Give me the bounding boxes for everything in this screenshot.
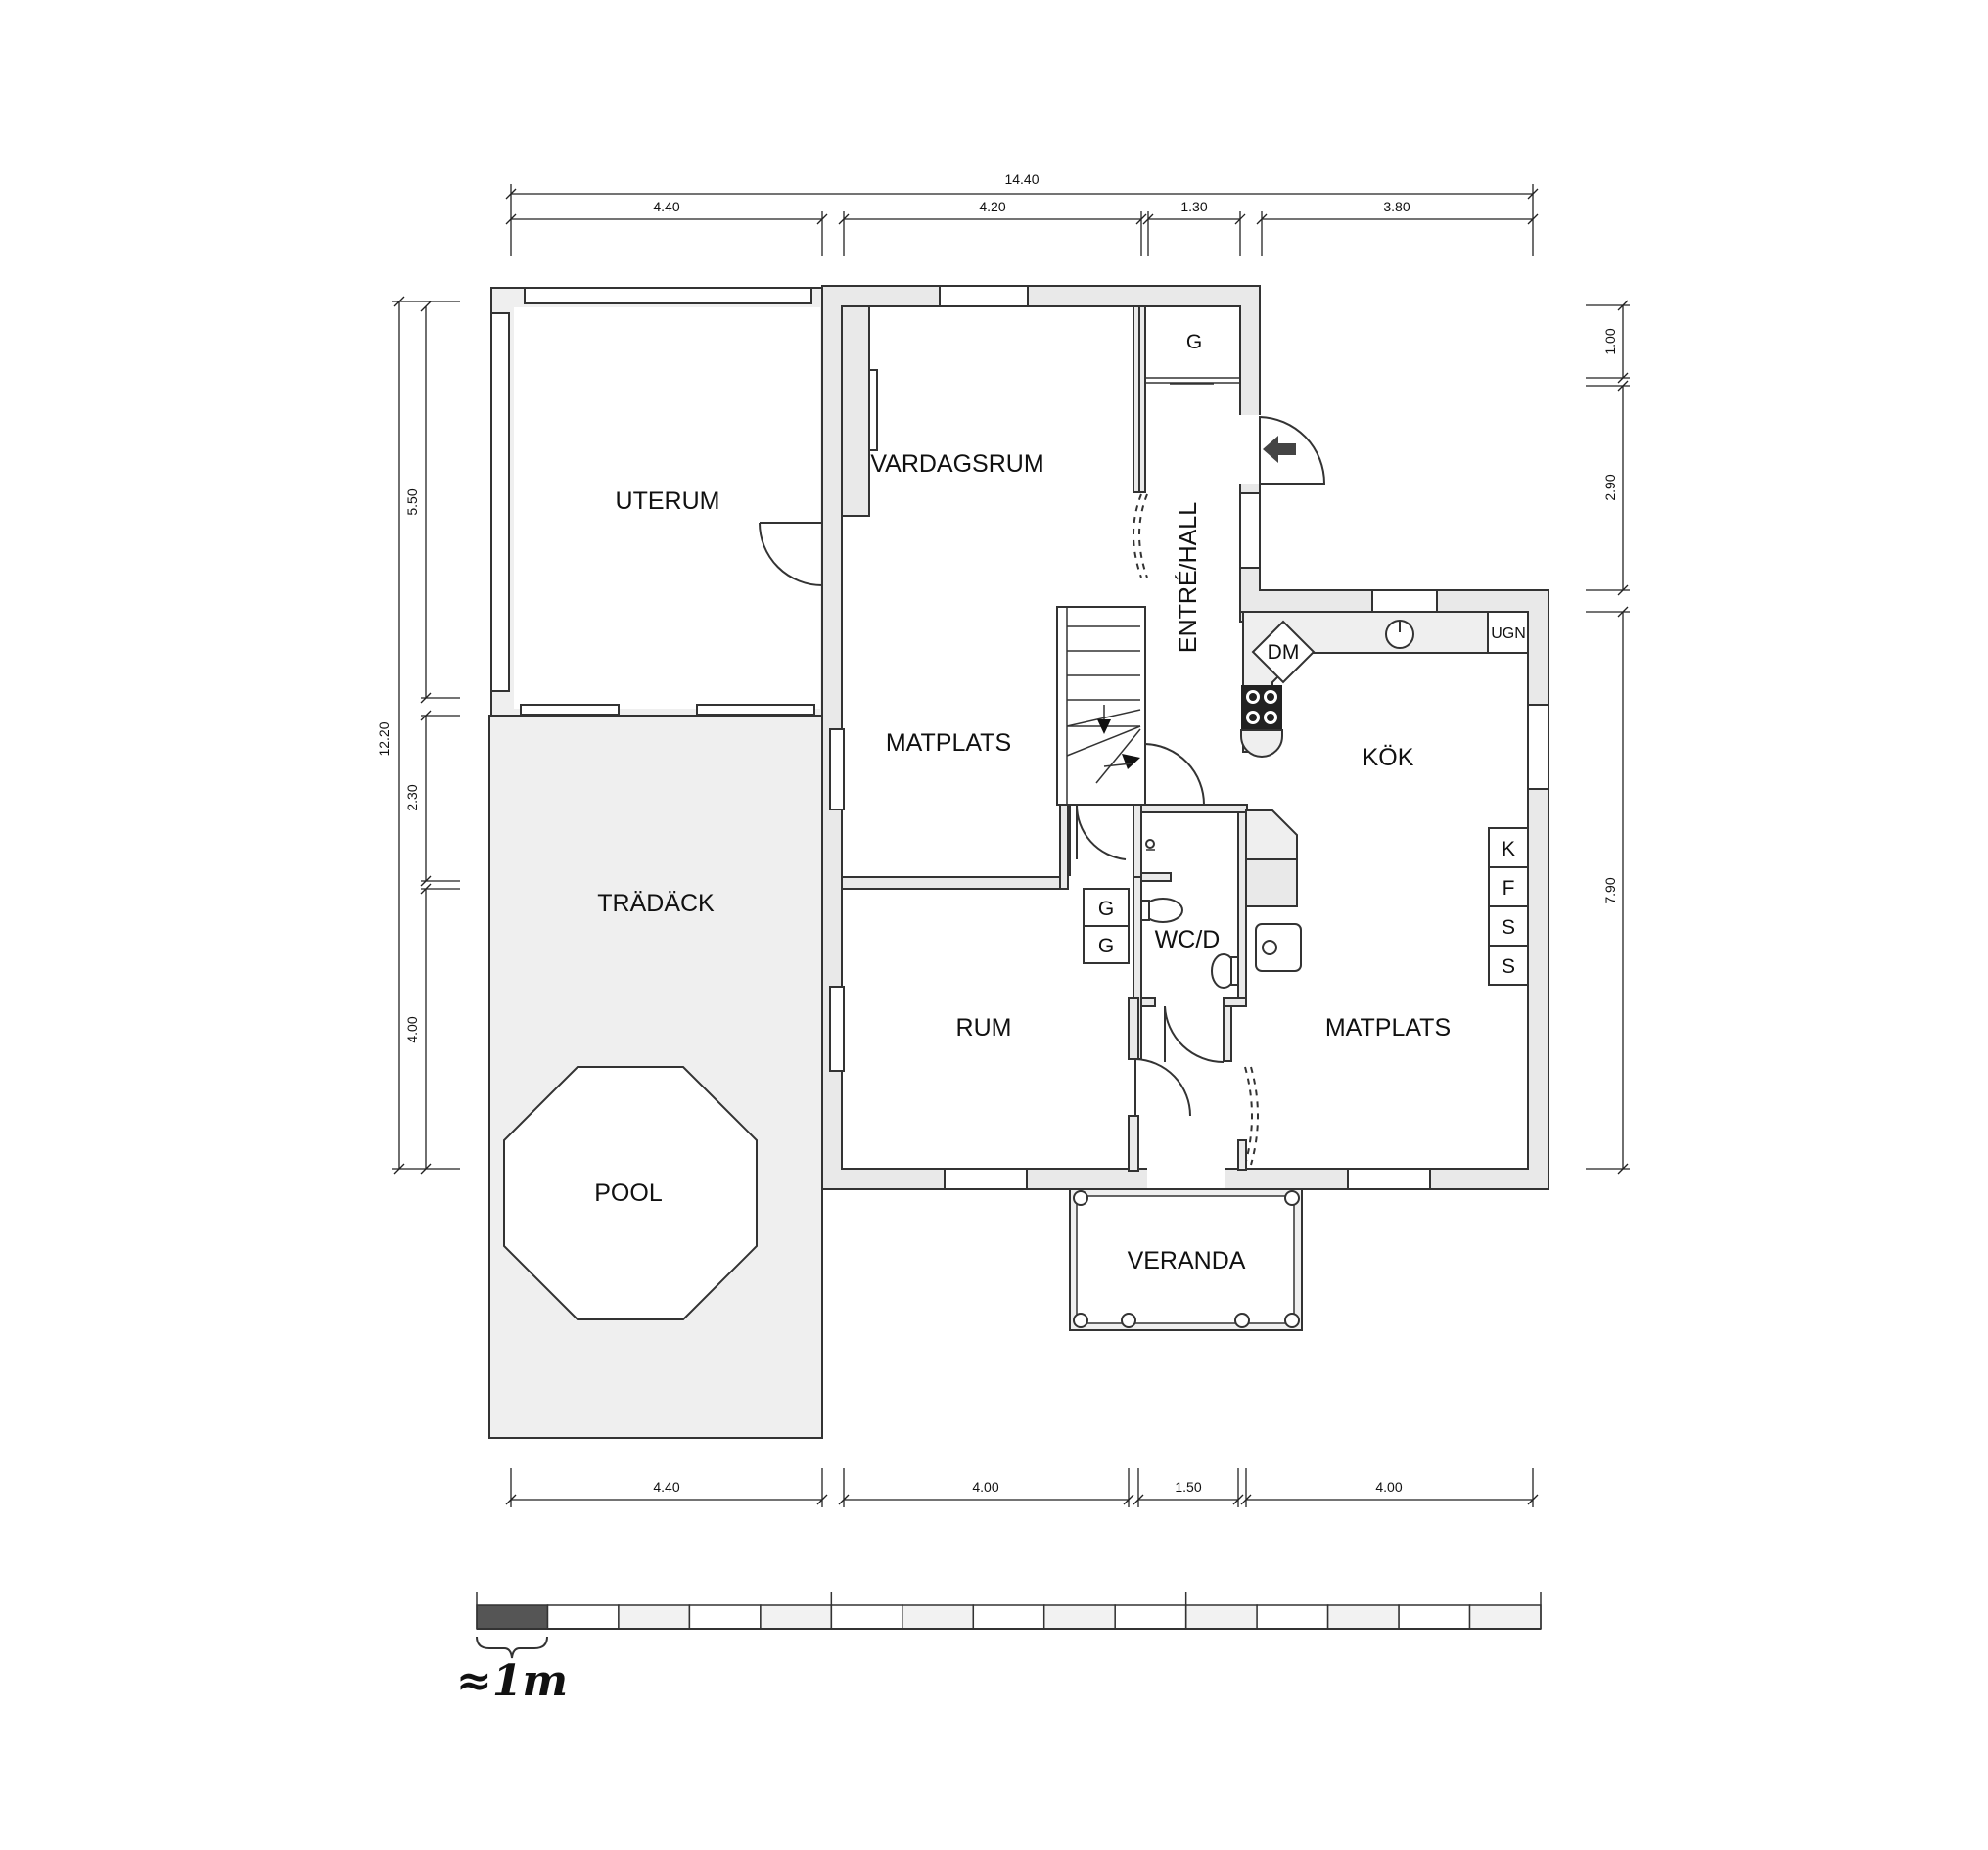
room-label-wcd: WC/D [1155,926,1221,953]
room-label-rum: RUM [956,1014,1012,1041]
fixture-label-frys: F [1503,877,1515,900]
scale-segment [618,1604,691,1630]
dim-bottom-2: 4.00 [972,1479,998,1495]
kyl-unit [1488,827,1529,868]
dim-top-1: 4.40 [653,199,679,214]
kitchen-sink-2 [1255,923,1302,972]
room-label-uterum: UTERUM [616,487,720,515]
room-label-tradack: TRÄDÄCK [597,890,715,917]
dimension-lines-bottom [505,1468,1539,1507]
scale-segment [688,1604,762,1630]
fixture-label-skap-1: S [1502,916,1515,939]
scale-segment [1042,1604,1116,1630]
stove-icon [1241,685,1282,730]
dim-top-2: 4.20 [979,199,1005,214]
window-vardagsrum [939,285,1029,307]
room-label-entre-hall: ENTRÉ/HALL [1174,502,1202,653]
veranda-post [1073,1190,1088,1206]
skap-unit-2 [1488,945,1529,986]
scale-segment [1468,1604,1542,1630]
pool-shape [503,1066,758,1320]
scale-segment [1398,1604,1471,1630]
scale-segment [830,1604,903,1630]
fixture-label-garderob-1: G [1098,898,1114,920]
fixture-label-ugn: UGN [1491,625,1526,642]
dim-top-3: 1.30 [1180,199,1207,214]
rum-door-swing [1134,1058,1191,1117]
entrance-arrow-icon [1263,436,1296,463]
dim-bottom-4: 4.00 [1375,1479,1402,1495]
fixture-label-skap-2: S [1502,955,1515,978]
room-label-vardagsrum: VARDAGSRUM [870,450,1043,478]
room-label-matplats-vardag: MATPLATS [886,729,1011,757]
fixture-label-dm: DM [1268,641,1300,664]
room-label-veranda: VERANDA [1128,1247,1246,1274]
scale-segment [760,1604,833,1630]
fixture-label-garderob-hall: G [1186,331,1202,353]
dim-top-total: 14.40 [1004,171,1039,187]
scale-brace-icon [476,1636,548,1659]
dim-left-3: 4.00 [404,1016,420,1042]
scale-segment [902,1604,975,1630]
scale-label: ≈1m [456,1656,568,1706]
wcd-door-swing [1164,1005,1225,1064]
dim-bottom-1: 4.40 [653,1479,679,1495]
scale-segment [972,1604,1045,1630]
fixture-label-garderob-2: G [1098,935,1114,957]
dim-right-3: 7.90 [1602,877,1618,903]
garderob-rum-2 [1083,925,1130,964]
dim-top-4: 3.80 [1383,199,1410,214]
dimension-lines-right [1586,300,1630,1175]
dim-right-1: 1.00 [1602,328,1618,354]
dim-right-2: 2.90 [1602,474,1618,500]
frys-unit [1488,866,1529,907]
dim-left-total: 12.20 [376,721,392,756]
dim-bottom-3: 1.50 [1175,1479,1201,1495]
staircase [1056,606,1146,806]
scale-bar [476,1592,1542,1630]
scale-segment [1114,1604,1187,1630]
ugn-box [1487,611,1529,654]
uterum-window-top [524,287,812,304]
dimension-lines-left [392,296,460,1175]
uterum-window-left [490,312,510,692]
scale-segment [1256,1604,1329,1630]
entrance-door [1259,415,1326,485]
fixture-label-kyl: K [1502,838,1515,860]
room-label-pool: POOL [594,1179,663,1207]
scale-segment [476,1604,549,1630]
scale-segment [546,1604,620,1630]
room-label-kok: KÖK [1363,744,1414,771]
dim-left-2: 2.30 [404,784,420,810]
fireplace [841,305,870,517]
scale-segment [1184,1604,1258,1630]
room-label-matplats-kok: MATPLATS [1325,1014,1451,1041]
scale-segment [1326,1604,1400,1630]
uterum-door-swing [759,522,823,586]
skap-unit-1 [1488,905,1529,947]
dimension-lines-top [505,184,1539,256]
dim-left-1: 5.50 [404,488,420,515]
dishwasher [1251,620,1316,684]
